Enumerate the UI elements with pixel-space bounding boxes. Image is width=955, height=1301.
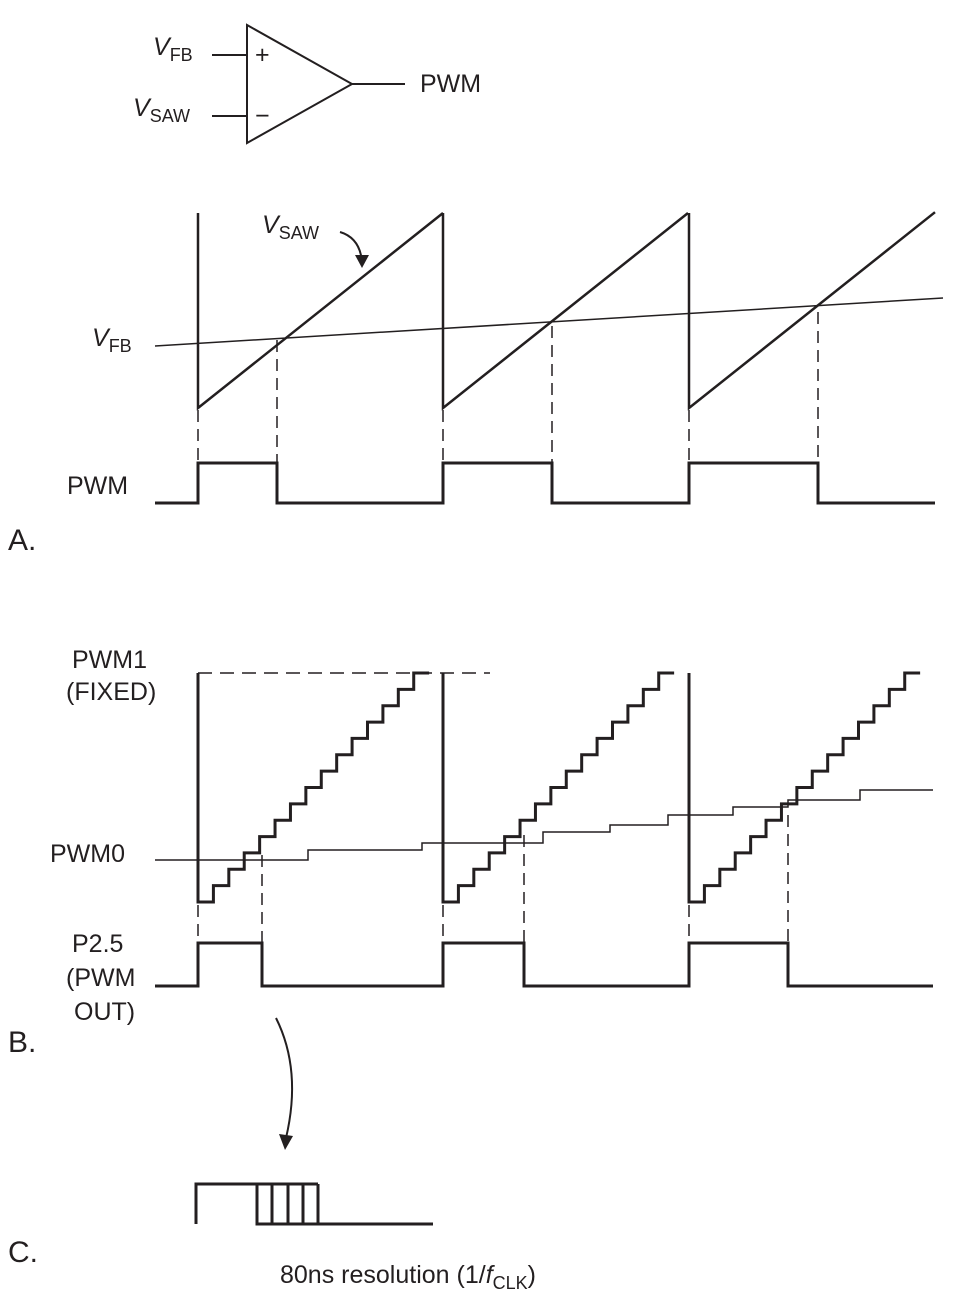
opamp-output-label: PWM (420, 70, 481, 98)
pwm1-fixed-label: (FIXED) (66, 678, 156, 706)
pwm-a-label: PWM (67, 472, 128, 500)
pwm1-label: PWM1 (72, 646, 147, 674)
panel-c-label: C. (8, 1236, 38, 1269)
zoom-arrow (275, 1017, 294, 1139)
pwm-out-waveform (155, 941, 933, 988)
pwm0-label: PWM0 (50, 840, 125, 868)
opamp-plus-sign: + (255, 41, 270, 69)
panel-b-label: B. (8, 1026, 36, 1059)
zoom-arrowhead (279, 1134, 293, 1150)
vfb-line (154, 297, 944, 347)
vfb-label: VFB (92, 324, 132, 356)
pwm-out-label-1: (PWM (66, 964, 135, 992)
pwm-a-dashed-guides (197, 312, 819, 502)
opamp-vsaw-label: VSAW (133, 94, 190, 126)
vsaw-label: VSAW (262, 211, 319, 243)
pwm-out-label-2: OUT) (74, 998, 135, 1026)
opamp-vfb-label: VFB (153, 33, 193, 65)
pwm-b-dashed-guides (197, 815, 789, 985)
vsaw-waveform (196, 211, 936, 411)
pwm-a-waveform (155, 461, 935, 505)
resolution-caption: 80ns resolution (1/fCLK) (280, 1261, 536, 1293)
panel-a-label: A. (8, 524, 36, 557)
pwm1-staircase (196, 671, 921, 904)
opamp-triangle (246, 23, 355, 145)
p25-label: P2.5 (72, 930, 123, 958)
fine-resolution-pulse (194, 1182, 433, 1226)
waveforms (154, 211, 944, 1226)
opamp-minus-sign: − (255, 102, 270, 130)
pwm0-level (155, 789, 933, 861)
vsaw-arrowhead (355, 255, 369, 268)
